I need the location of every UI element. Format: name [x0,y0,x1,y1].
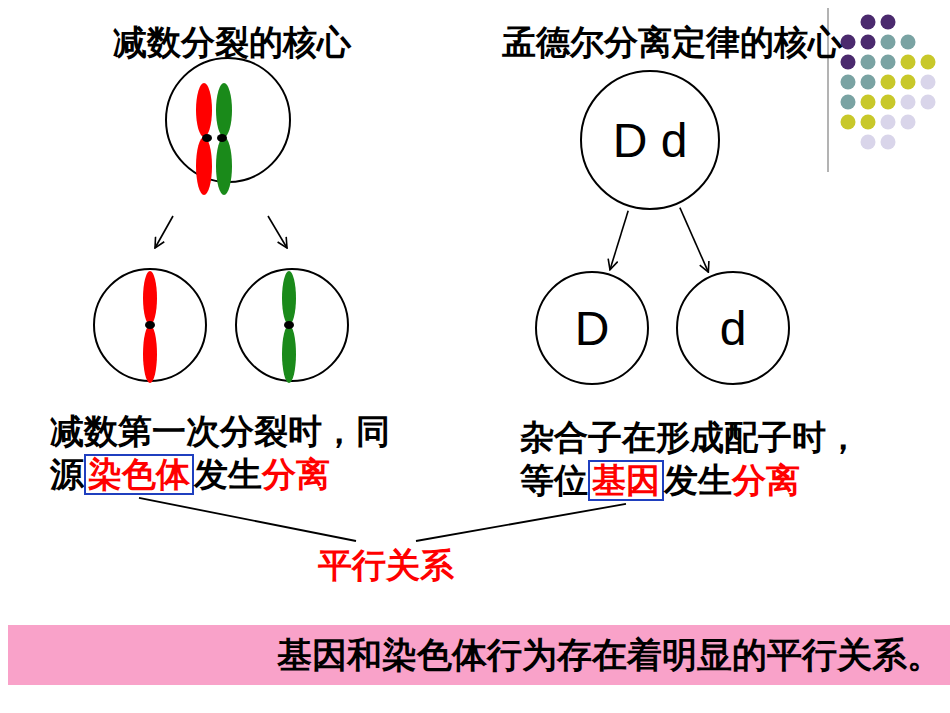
gene-cell: d [676,271,790,385]
conclusion-band: 基因和染色体行为存在着明显的平行关系。 [8,625,950,685]
allele-label: D [575,301,610,356]
daughter-cell-green [236,269,348,383]
sentence-part: 分离 [732,460,800,500]
leader-line [416,504,626,541]
allele-label: D d [613,113,688,168]
highlight-box: 染色体 [84,454,194,495]
meiosis-cell [166,58,290,195]
allele-label: d [720,301,747,356]
sentence: 减数第一次分裂时，同源染色体发生分离 [50,410,404,495]
split-arrow [680,208,708,273]
gene-cell: D d [580,70,720,210]
heading: 孟德尔分离定律的核心 [502,22,842,63]
daughter-cell-red [94,269,206,383]
heading: 减数分裂的核心 [113,22,351,63]
sentence-part: 分离 [262,454,330,494]
key-term: 染色体 [88,454,190,494]
leader-line [139,498,356,541]
key-term: 基因 [592,460,660,500]
relation-label: 平行关系 [318,545,454,586]
conclusion-text: 基因和染色体行为存在着明显的平行关系。 [277,632,942,679]
highlight-box: 基因 [588,460,664,501]
sentence: 杂合子在形成配子时，等位基因发生分离 [520,416,874,501]
division-arrow [268,216,287,248]
decor-dots [841,15,936,150]
division-arrow [155,216,173,248]
sentence-part: 发生 [664,460,732,500]
split-arrow [610,211,628,270]
gene-cell: D [535,271,649,385]
sentence-part: 发生 [194,454,262,494]
